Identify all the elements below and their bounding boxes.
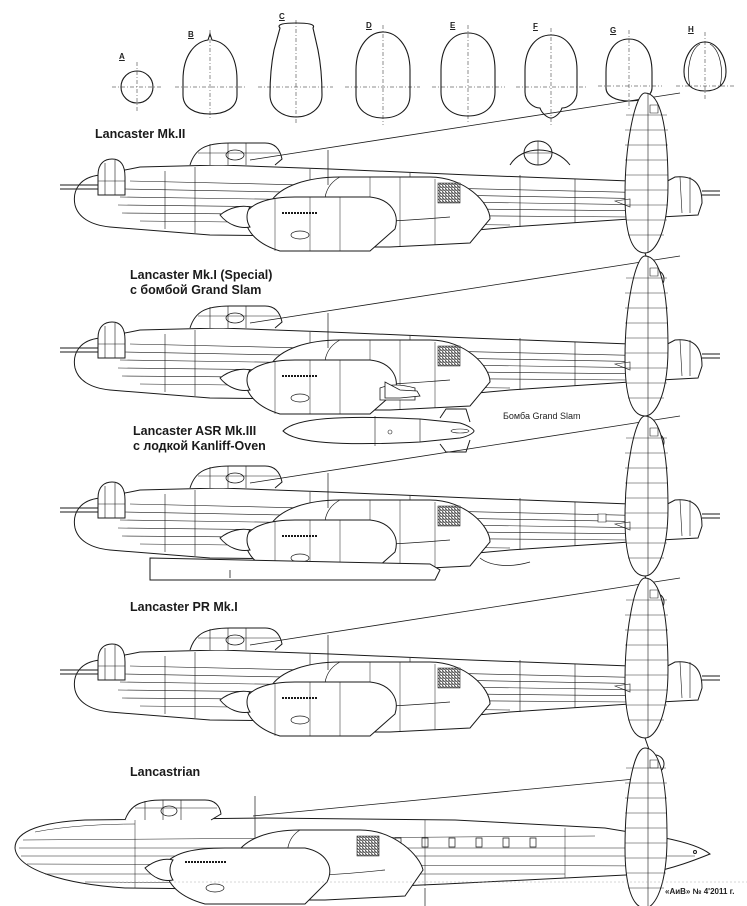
variant-title: Lancaster Mk.II (95, 127, 186, 141)
variant-title: Lancaster ASR Mk.III (133, 424, 257, 438)
section-d-shape (345, 25, 420, 125)
profile-lancastrian (14, 747, 711, 906)
section-label-a: A (119, 52, 125, 61)
variant-title: Lancastrian (130, 765, 201, 779)
profile-lancaster-asr-mk3 (59, 415, 721, 612)
cross-sections (112, 20, 736, 125)
section-e-shape (432, 25, 505, 123)
section-label-g: G (610, 26, 617, 35)
publication-credit: «АиВ» № 4'2011 г. (665, 887, 735, 896)
section-g-shape (598, 30, 662, 110)
section-label-b: B (188, 30, 194, 39)
section-b-shape (175, 30, 245, 120)
section-f-shape (516, 28, 586, 125)
variant-title: Lancaster Mk.I (Special) (130, 268, 273, 282)
variant-title: Lancaster PR Mk.I (130, 600, 238, 614)
section-label-c: C (279, 12, 285, 21)
section-label-e: E (450, 21, 456, 30)
bomb-label: Бомба Grand Slam (503, 411, 581, 421)
section-c-shape (258, 20, 333, 124)
profile-lancaster-mk2 (59, 92, 721, 289)
grand-slam-bomb (283, 382, 474, 452)
section-a-shape (112, 62, 162, 112)
section-label-d: D (366, 21, 372, 30)
variant-subtitle: с лодкой Kanliff-Oven (133, 439, 266, 453)
section-h-shape (676, 32, 736, 100)
section-label-f: F (533, 22, 538, 31)
section-label-h: H (688, 25, 694, 34)
variant-subtitle: с бомбой Grand Slam (130, 283, 262, 297)
